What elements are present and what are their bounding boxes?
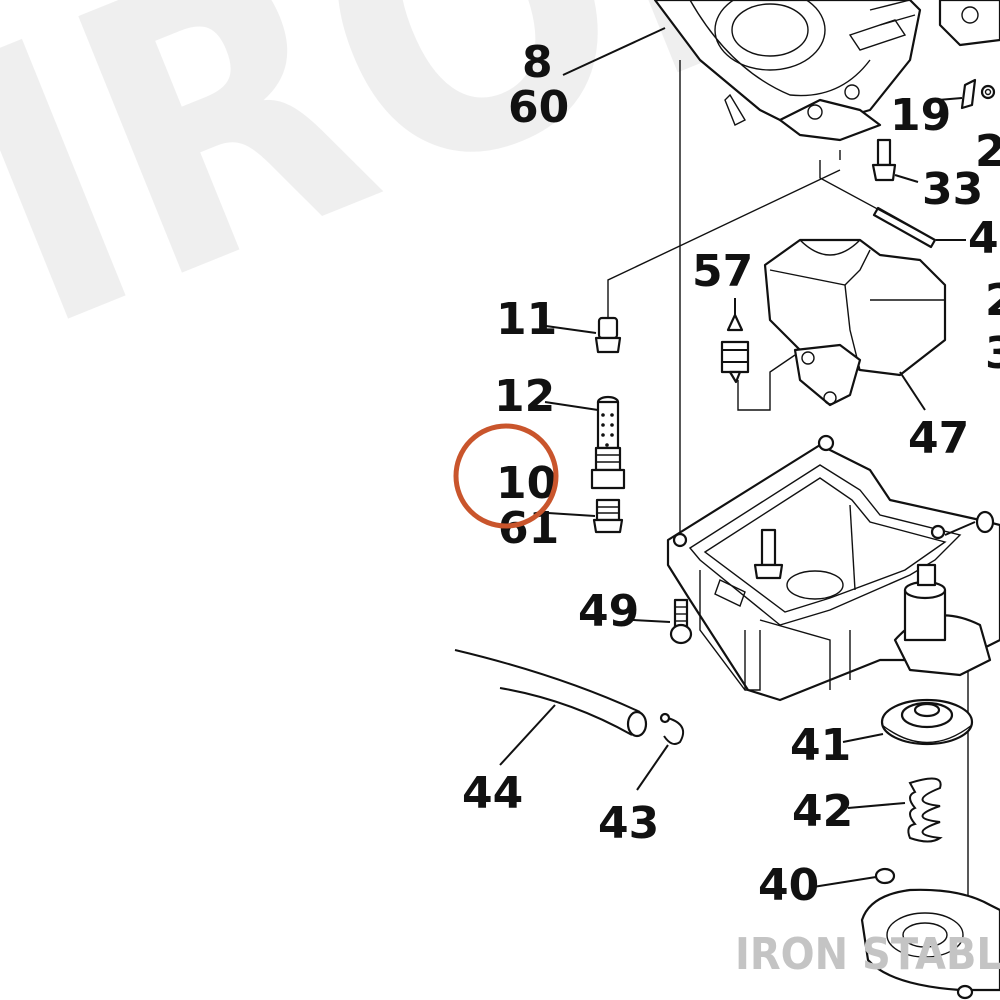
washer-40 xyxy=(812,867,896,888)
callout-12: 12 xyxy=(494,371,555,422)
screw-49 xyxy=(632,598,693,645)
callout-61: 61 xyxy=(498,503,559,554)
hose-44 xyxy=(454,649,648,766)
callout-47: 47 xyxy=(908,413,969,464)
needle-valve-57 xyxy=(720,298,750,384)
callout-41: 41 xyxy=(790,720,851,771)
watermark-footer-text: IRON STABLE xyxy=(735,928,1000,979)
callout-2-mid: 2 xyxy=(985,275,1000,326)
callouts: 8 60 19 2 33 46 57 2 3 11 12 10 61 47 49… xyxy=(462,37,1000,911)
callout-19: 19 xyxy=(890,90,951,141)
callout-49: 49 xyxy=(578,586,639,637)
callout-44: 44 xyxy=(462,768,523,819)
diaphragm-41 xyxy=(842,698,974,746)
callout-33: 33 xyxy=(922,164,983,215)
clip-43 xyxy=(636,712,684,791)
callout-8: 8 xyxy=(522,37,553,88)
explosion-guide-lines xyxy=(607,60,969,990)
carburetor-body-top xyxy=(653,0,1000,142)
jet-61 xyxy=(547,498,624,534)
spring-42 xyxy=(847,777,943,843)
jet-33 xyxy=(871,138,919,183)
callout-11: 11 xyxy=(496,294,557,345)
bottom-cover xyxy=(860,888,1000,1000)
washer-2 xyxy=(980,84,996,100)
callout-2-top: 2 xyxy=(975,126,1000,177)
callout-40: 40 xyxy=(758,860,819,911)
callout-60: 60 xyxy=(508,82,569,133)
callout-43: 43 xyxy=(598,798,659,849)
callout-46: 46 xyxy=(968,213,1000,264)
leader-8-60 xyxy=(562,27,666,76)
highlight-circle xyxy=(453,423,559,529)
float-47 xyxy=(763,238,947,411)
emulsion-tube-12 xyxy=(544,395,626,490)
pin-clip-19 xyxy=(937,78,977,110)
callout-42: 42 xyxy=(792,786,853,837)
float-bowl xyxy=(666,434,1000,702)
callout-3: 3 xyxy=(985,328,1000,379)
jet-11 xyxy=(545,316,622,354)
callout-57: 57 xyxy=(692,246,753,297)
